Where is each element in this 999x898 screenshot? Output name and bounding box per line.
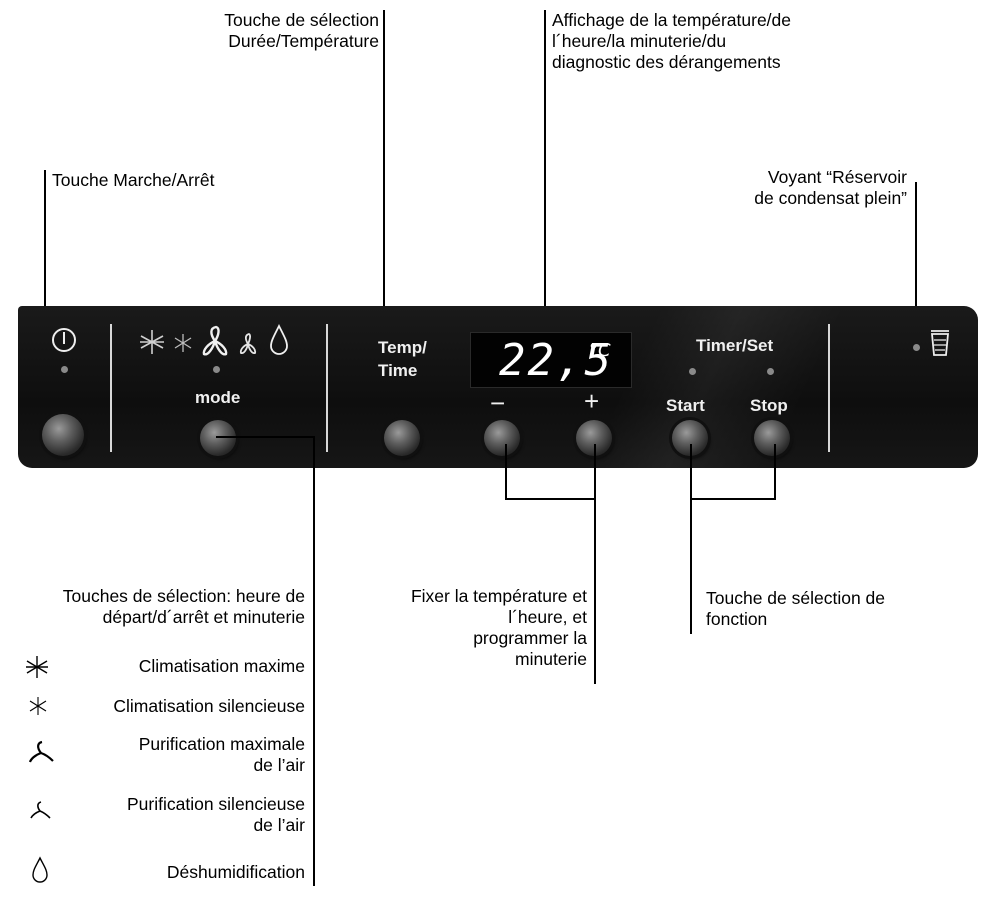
stop-led <box>767 368 774 375</box>
mode-button[interactable] <box>200 420 236 456</box>
reservoir-icon <box>931 330 949 356</box>
snowflake-quiet-icon <box>174 334 192 352</box>
snowflake-max-icon <box>26 656 48 678</box>
minus-label: − <box>490 388 506 418</box>
legend-item: Climatisation silencieuse <box>113 696 305 716</box>
divider <box>110 324 112 452</box>
stop-label: Stop <box>750 396 788 415</box>
leader-line-plusminus <box>594 498 596 684</box>
leader-line-mode <box>216 436 314 438</box>
start-label: Start <box>666 396 705 415</box>
leader-line-startstop <box>690 498 776 500</box>
snowflake-quiet-icon <box>29 697 47 715</box>
leader-line-reservoir <box>915 182 917 342</box>
stop-button[interactable] <box>754 420 790 456</box>
power-icon <box>52 328 76 352</box>
reservoir-led <box>913 344 920 351</box>
callout-timer-keys: Touches de sélection: heure de départ/d´… <box>62 586 305 627</box>
legend-item: Purification silencieuse de l’air <box>126 794 305 835</box>
fan-quiet-icon <box>30 801 51 819</box>
temp-time-label: Temp/ Time <box>378 338 427 380</box>
callout-display: Affichage de la température/de l´heure/l… <box>552 10 792 72</box>
display-value: 22,5 <box>499 335 613 386</box>
leader-line-display <box>544 10 546 342</box>
legend-item: Climatisation maxime <box>138 656 305 676</box>
legend-item: Déshumidification <box>166 862 305 882</box>
callout-reservoir: Voyant “Réservoir de condensat plein” <box>754 167 907 208</box>
divider <box>828 324 830 452</box>
leader-line-startstop <box>774 444 776 500</box>
divider <box>326 324 328 452</box>
legend-item: Purification maximale de l’air <box>138 734 305 775</box>
mode-label: mode <box>195 388 241 407</box>
fan-max-icon <box>28 740 54 763</box>
start-led <box>689 368 696 375</box>
display-unit: °C <box>589 340 611 361</box>
leader-line-mode <box>313 436 315 886</box>
snowflake-max-icon <box>140 330 164 354</box>
leader-line-plusminus <box>505 498 596 500</box>
leader-line-plusminus <box>594 444 596 500</box>
fan-max-icon <box>202 325 228 356</box>
callout-temp-time-select: Touche de sélection Durée/Température <box>224 10 379 51</box>
leader-line-temp-time <box>383 10 385 428</box>
mode-led <box>213 366 220 373</box>
lcd-display: 22,5 °C <box>470 332 632 388</box>
power-led <box>61 366 68 373</box>
temp-time-button[interactable] <box>384 420 420 456</box>
leader-line-power <box>44 170 46 428</box>
leader-line-startstop <box>690 498 692 634</box>
drop-icon <box>32 856 48 883</box>
control-panel: mode Temp/ Time 22,5 °C − + Timer/Set St… <box>18 306 978 468</box>
callout-set-temp: Fixer la température et l´heure, et prog… <box>410 586 587 669</box>
power-button[interactable] <box>42 414 84 456</box>
leader-line-plusminus <box>505 444 507 500</box>
fan-quiet-icon <box>239 333 257 355</box>
callout-power: Touche Marche/Arrêt <box>52 170 215 190</box>
timer-set-label: Timer/Set <box>696 336 774 355</box>
minus-button[interactable] <box>484 420 520 456</box>
drop-icon <box>270 324 288 355</box>
callout-function-select: Touche de sélection de fonction <box>706 588 886 629</box>
leader-line-startstop <box>690 444 692 500</box>
plus-label: + <box>584 386 600 416</box>
